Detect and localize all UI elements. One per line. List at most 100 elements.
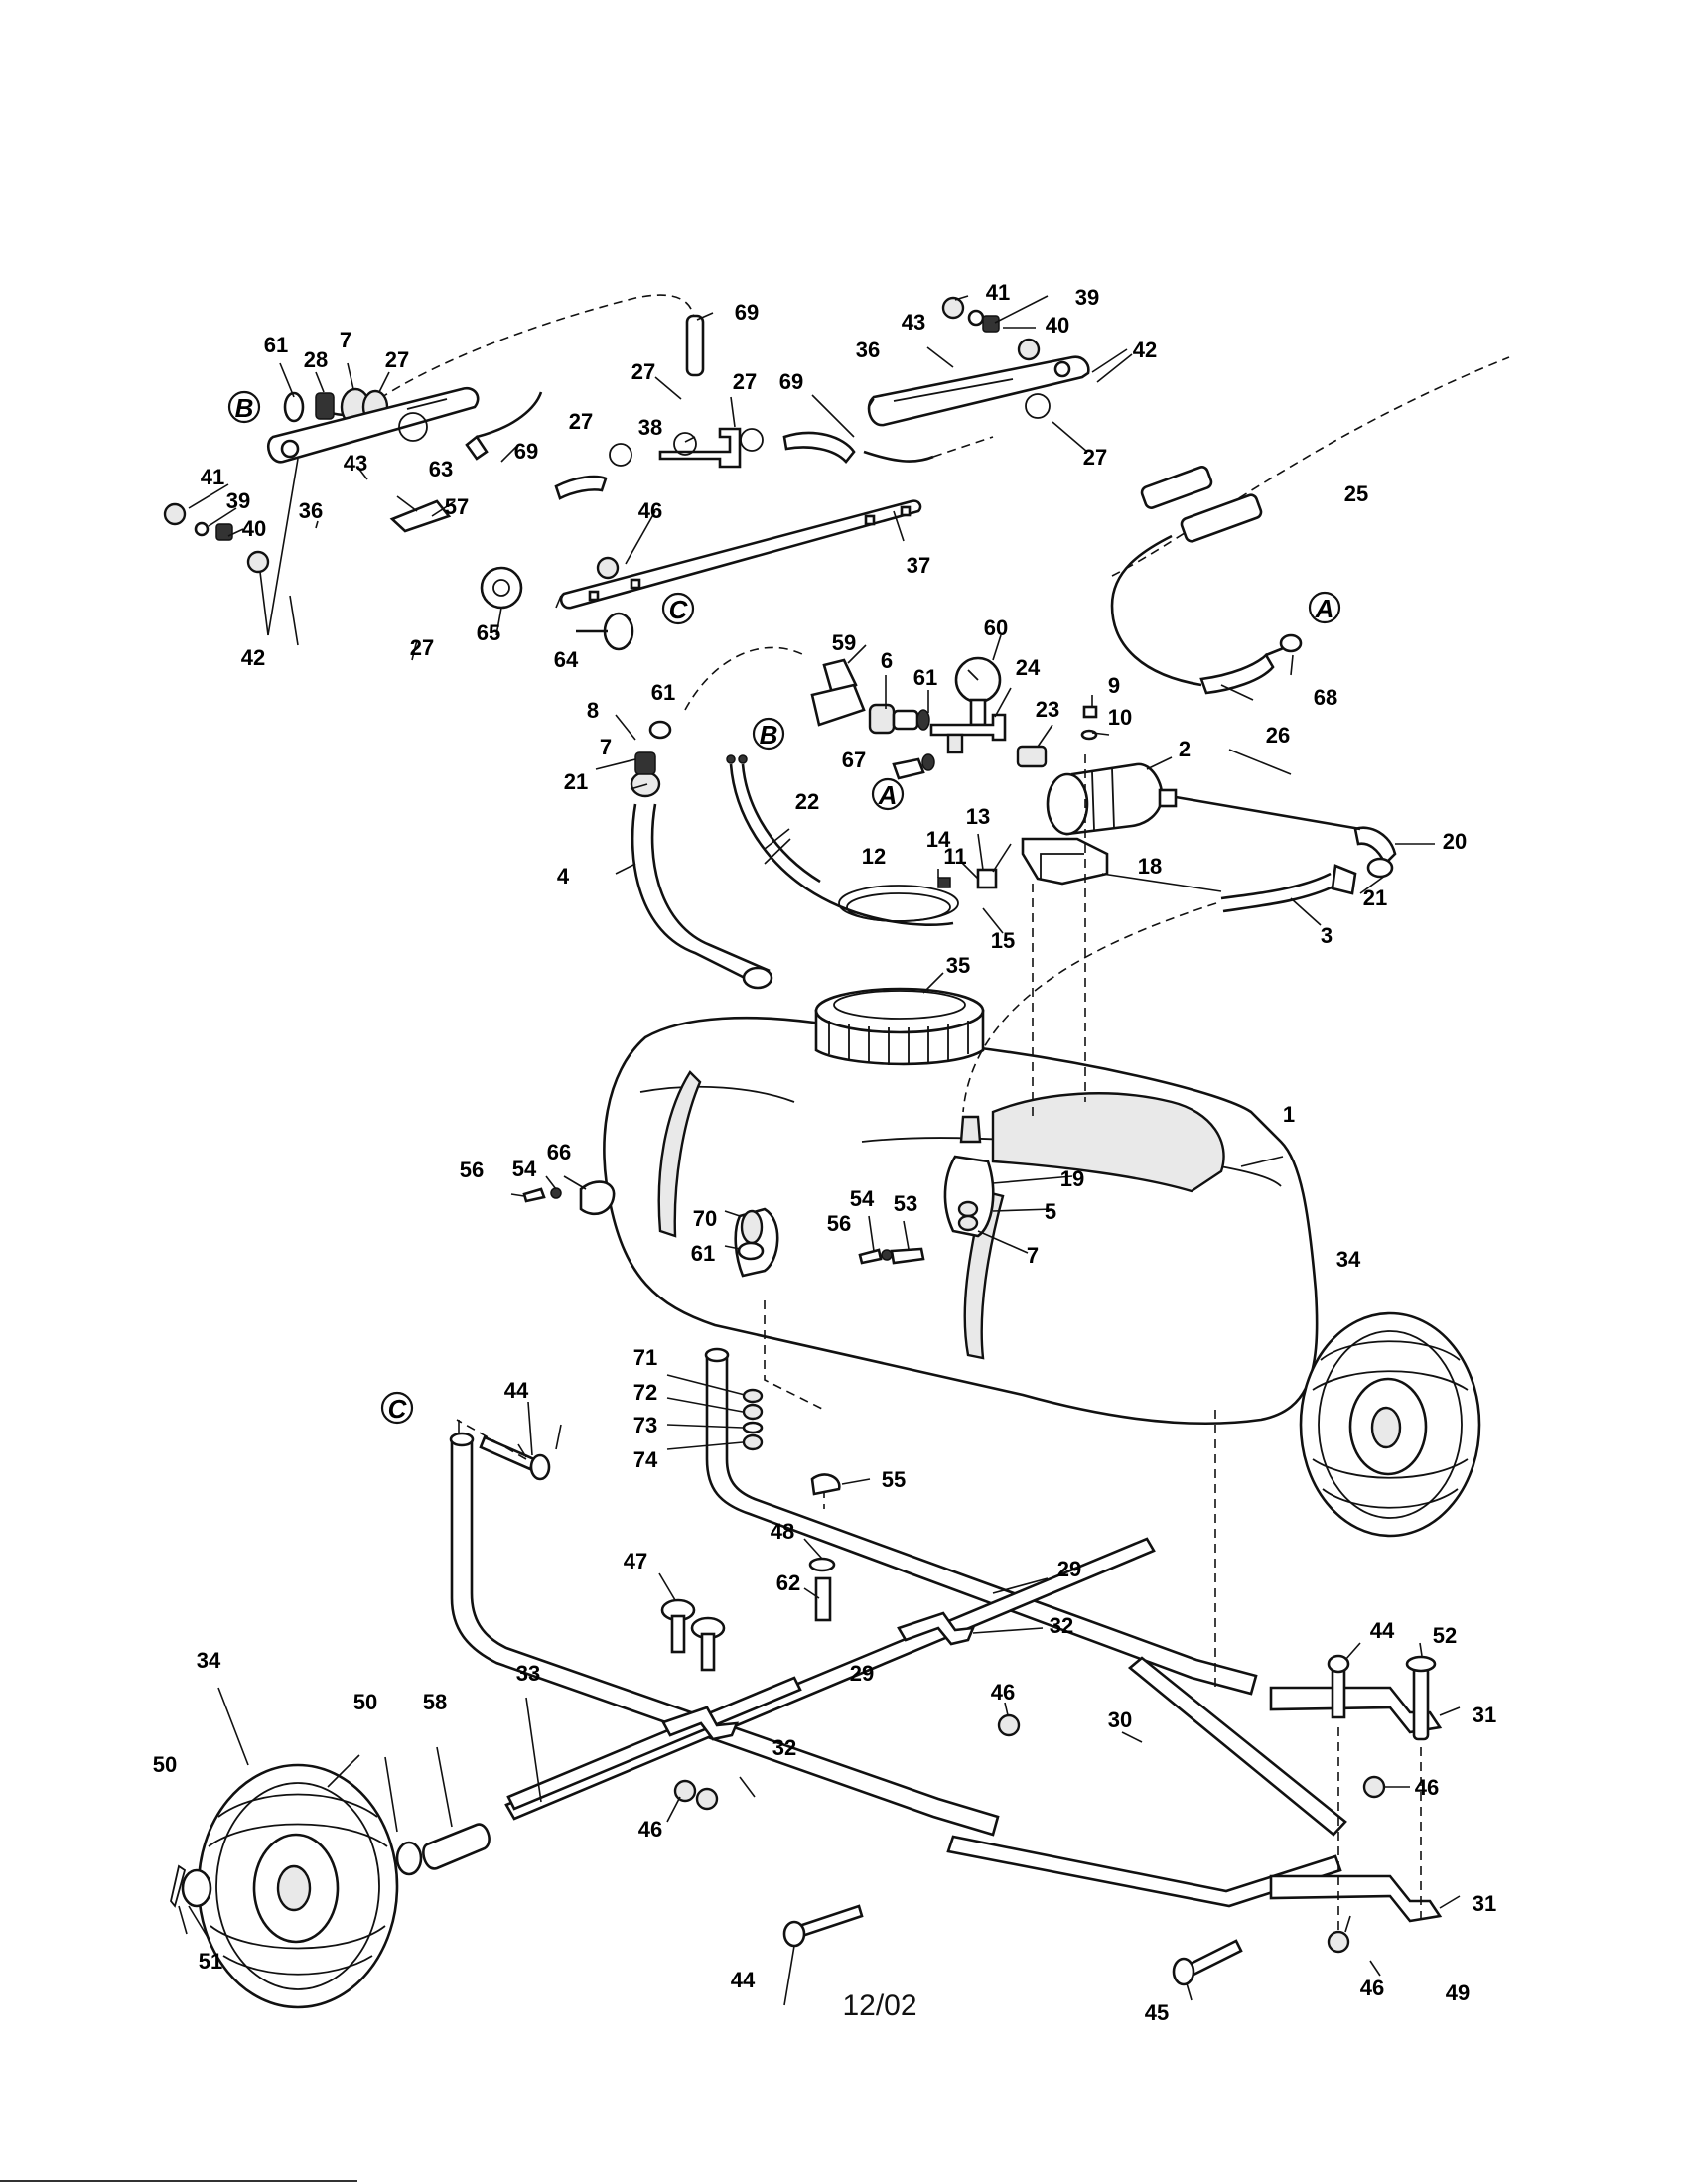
- callout: 15: [991, 928, 1015, 953]
- callout: 46: [1415, 1775, 1439, 1800]
- callout: 69: [779, 369, 803, 394]
- callout: 32: [772, 1735, 796, 1760]
- callout: 13: [966, 804, 990, 829]
- callout: 7: [600, 735, 612, 759]
- wheel-left: [170, 1763, 423, 2009]
- ref-marker-a: A: [871, 777, 905, 811]
- svg-text:B: B: [760, 720, 778, 750]
- callout-labels: 61 28 7 27 69 27 27 69 38 27 41 39 43 40…: [153, 280, 1496, 2025]
- callout: 30: [1108, 1707, 1132, 1732]
- callout: 12: [862, 844, 886, 869]
- ref-marker-b: B: [227, 390, 261, 424]
- callout: 52: [1433, 1623, 1457, 1648]
- callout: 10: [1108, 705, 1132, 730]
- callout: 7: [340, 328, 351, 352]
- callout: 70: [693, 1206, 717, 1231]
- callout: 65: [477, 620, 500, 645]
- callout: 64: [554, 647, 579, 672]
- callout: 34: [197, 1648, 221, 1673]
- callout: 43: [344, 451, 367, 476]
- callout: 73: [633, 1413, 657, 1437]
- callout: 74: [633, 1447, 658, 1472]
- callout: 29: [850, 1661, 874, 1686]
- callout: 1: [1283, 1102, 1295, 1127]
- boom-assembly: [163, 294, 1510, 695]
- callout: 41: [201, 465, 224, 489]
- callout: 41: [986, 280, 1010, 305]
- callout: 29: [1057, 1557, 1081, 1581]
- callout: 44: [1370, 1618, 1395, 1643]
- callout: 55: [882, 1467, 906, 1492]
- callout: 11: [943, 844, 966, 869]
- callout: 14: [926, 827, 951, 852]
- callout: 48: [771, 1519, 794, 1544]
- callout: 60: [984, 615, 1008, 640]
- callout: 34: [1336, 1247, 1361, 1272]
- callout: 27: [733, 369, 757, 394]
- callout: 56: [827, 1211, 851, 1236]
- callout: 57: [445, 494, 469, 519]
- callout: 27: [632, 359, 655, 384]
- wheel-right: [1299, 1311, 1481, 1538]
- callout: 46: [1360, 1976, 1384, 2000]
- callout: 35: [946, 953, 970, 978]
- callout: 50: [153, 1752, 177, 1777]
- callout: 28: [304, 347, 328, 372]
- callout: 59: [832, 630, 856, 655]
- spray-tank: [579, 987, 1319, 1426]
- ref-marker-c: C: [380, 1391, 414, 1425]
- callout: 5: [1045, 1199, 1056, 1224]
- callout: 58: [423, 1690, 447, 1714]
- callout: 32: [1050, 1613, 1073, 1638]
- pump-assembly: [630, 646, 1397, 1122]
- callout: 56: [460, 1158, 484, 1182]
- callout: 61: [651, 680, 675, 705]
- svg-text:C: C: [388, 1394, 408, 1424]
- callout: 46: [991, 1680, 1015, 1705]
- callout: 63: [429, 457, 453, 481]
- revision-date: 12/02: [842, 1989, 917, 2022]
- callout: 62: [776, 1570, 800, 1595]
- callout: 27: [410, 635, 434, 660]
- callout: 21: [1363, 886, 1387, 910]
- callout: 23: [1036, 697, 1059, 722]
- svg-text:A: A: [878, 780, 898, 810]
- callout: 24: [1016, 655, 1041, 680]
- callout: 40: [242, 516, 266, 541]
- ref-marker-b: B: [752, 717, 785, 751]
- callout: 72: [633, 1380, 657, 1405]
- callout: 53: [894, 1191, 917, 1216]
- callout: 7: [1027, 1243, 1039, 1268]
- callout: 49: [1446, 1980, 1470, 2005]
- callout: 66: [547, 1140, 571, 1164]
- callout: 45: [1145, 2000, 1169, 2025]
- callout: 36: [299, 498, 323, 523]
- callout: 33: [516, 1661, 540, 1686]
- callout: 61: [691, 1241, 715, 1266]
- callout: 61: [264, 333, 288, 357]
- callout: 9: [1108, 673, 1120, 698]
- page-rule: [0, 2180, 357, 2182]
- reference-markers: B C A B A C: [227, 390, 1341, 1425]
- callout: 38: [638, 415, 662, 440]
- callout: 39: [1075, 285, 1099, 310]
- callout: 42: [241, 645, 265, 670]
- callout: 27: [385, 347, 409, 372]
- callout: 22: [795, 789, 819, 814]
- callout: 36: [856, 338, 880, 362]
- callout: 21: [564, 769, 588, 794]
- ref-marker-a: A: [1308, 591, 1341, 624]
- callout: 44: [731, 1968, 756, 1992]
- callout: 40: [1046, 313, 1069, 338]
- callout: 25: [1344, 481, 1368, 506]
- callout: 31: [1473, 1891, 1496, 1916]
- callout: 26: [1266, 723, 1290, 748]
- callout: 46: [638, 498, 662, 523]
- callout: 19: [1060, 1166, 1084, 1191]
- callout: 71: [633, 1345, 657, 1370]
- callout: 47: [624, 1549, 647, 1573]
- callout: 50: [353, 1690, 377, 1714]
- callout: 31: [1473, 1703, 1496, 1727]
- callout: 27: [1083, 445, 1107, 470]
